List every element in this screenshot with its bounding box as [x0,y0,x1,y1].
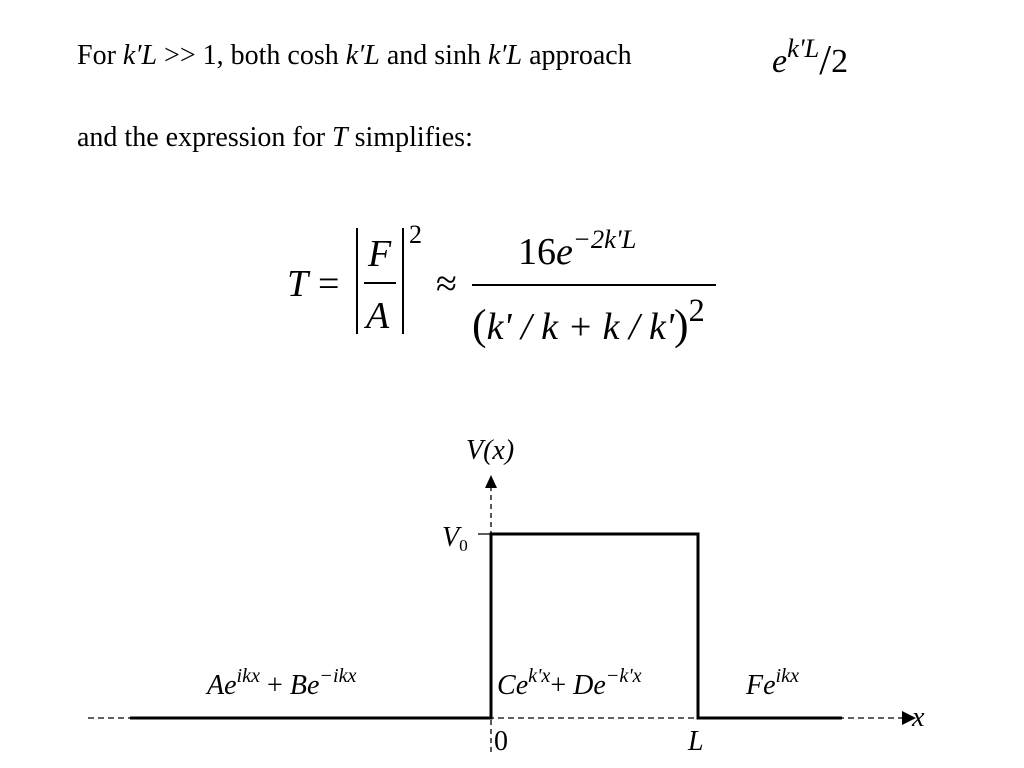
vx-label: V(x) [466,435,515,466]
region1-wavefunction: Aeikx + Be−ikx [207,665,357,702]
fraction-bar [364,282,396,284]
coef-D: D [573,670,594,701]
eq-equals: = [318,263,340,305]
text-fragment: For [77,40,123,71]
paren-close: ) [674,301,689,349]
text-fragment: simplifies: [347,122,473,153]
num-e: e [556,231,573,273]
exp-sup: −k'x [605,664,642,687]
text-line-2: and the expression for T simplifies: [77,124,473,152]
eq-numerator: 16e−2k'L [518,224,636,274]
exp-sup: −ikx [319,664,357,687]
eq-approx: ≈ [436,263,457,305]
num-exponent: −2k'L [572,224,637,255]
x-axis-arrow-icon [902,711,916,725]
den-body: k' / k + k / k' [486,306,675,348]
paren-open: ( [472,301,487,349]
coef-F: F [746,670,764,701]
exp-e: e [306,670,320,701]
kprime-L: k′L [122,40,158,71]
main-fraction-bar [472,284,716,286]
exp-sup: ikx [775,664,800,687]
coef-B: B [289,670,307,701]
axis-x-label: x [912,702,925,733]
potential-profile [130,532,842,720]
exp-superscript: k'L [787,33,820,64]
plus: + [260,670,290,701]
text-fragment: and the expression for [77,122,333,153]
coef-C: C [497,670,516,701]
den-power: 2 [688,292,705,329]
text-line-1: For k′L >> 1, both cosh k′L and sinh k′L… [77,42,632,70]
plus: + [550,670,574,701]
T-symbol: T [332,122,348,153]
axis-y-label: V(x) [466,435,514,467]
text-fragment: >> 1, both cosh [157,40,346,71]
text-fragment: approach [522,40,632,71]
kprime-L: k′L [345,40,380,71]
tick-L: L [688,726,704,757]
slash: / [819,37,832,85]
eq-denominator: (k' / k + k / k')2 [472,292,705,350]
eq-F: F [368,233,392,275]
v0-base: V [442,522,460,553]
exp-base: e [772,43,788,80]
eq-A: A [366,295,390,337]
exp-e: e [515,670,529,701]
kprime-L: k′L [487,40,523,71]
text-fragment: and sinh [379,40,488,71]
abs-bar-left [356,228,358,334]
exp-e: e [224,670,237,701]
exp-e: e [763,670,776,701]
exp-e: e [593,670,606,701]
exp-half-expression: ek'L/2 [772,33,849,85]
exp-sup: k'x [528,664,551,687]
exp-sup: ikx [236,664,261,687]
tick-zero: 0 [494,726,508,757]
exp-denominator: 2 [831,43,849,80]
region3-wavefunction: Feikx [746,665,799,702]
y-axis-arrow-icon [485,475,497,488]
v0-sub: 0 [459,535,468,555]
abs-bar-right [402,228,404,334]
num-16: 16 [518,231,556,273]
coef-A: A [207,670,225,701]
eq-T: T [287,263,309,305]
eq-power-2: 2 [409,220,422,249]
region2-wavefunction: Cek'x+ De−k'x [497,665,642,702]
v0-label: V0 [442,522,468,555]
